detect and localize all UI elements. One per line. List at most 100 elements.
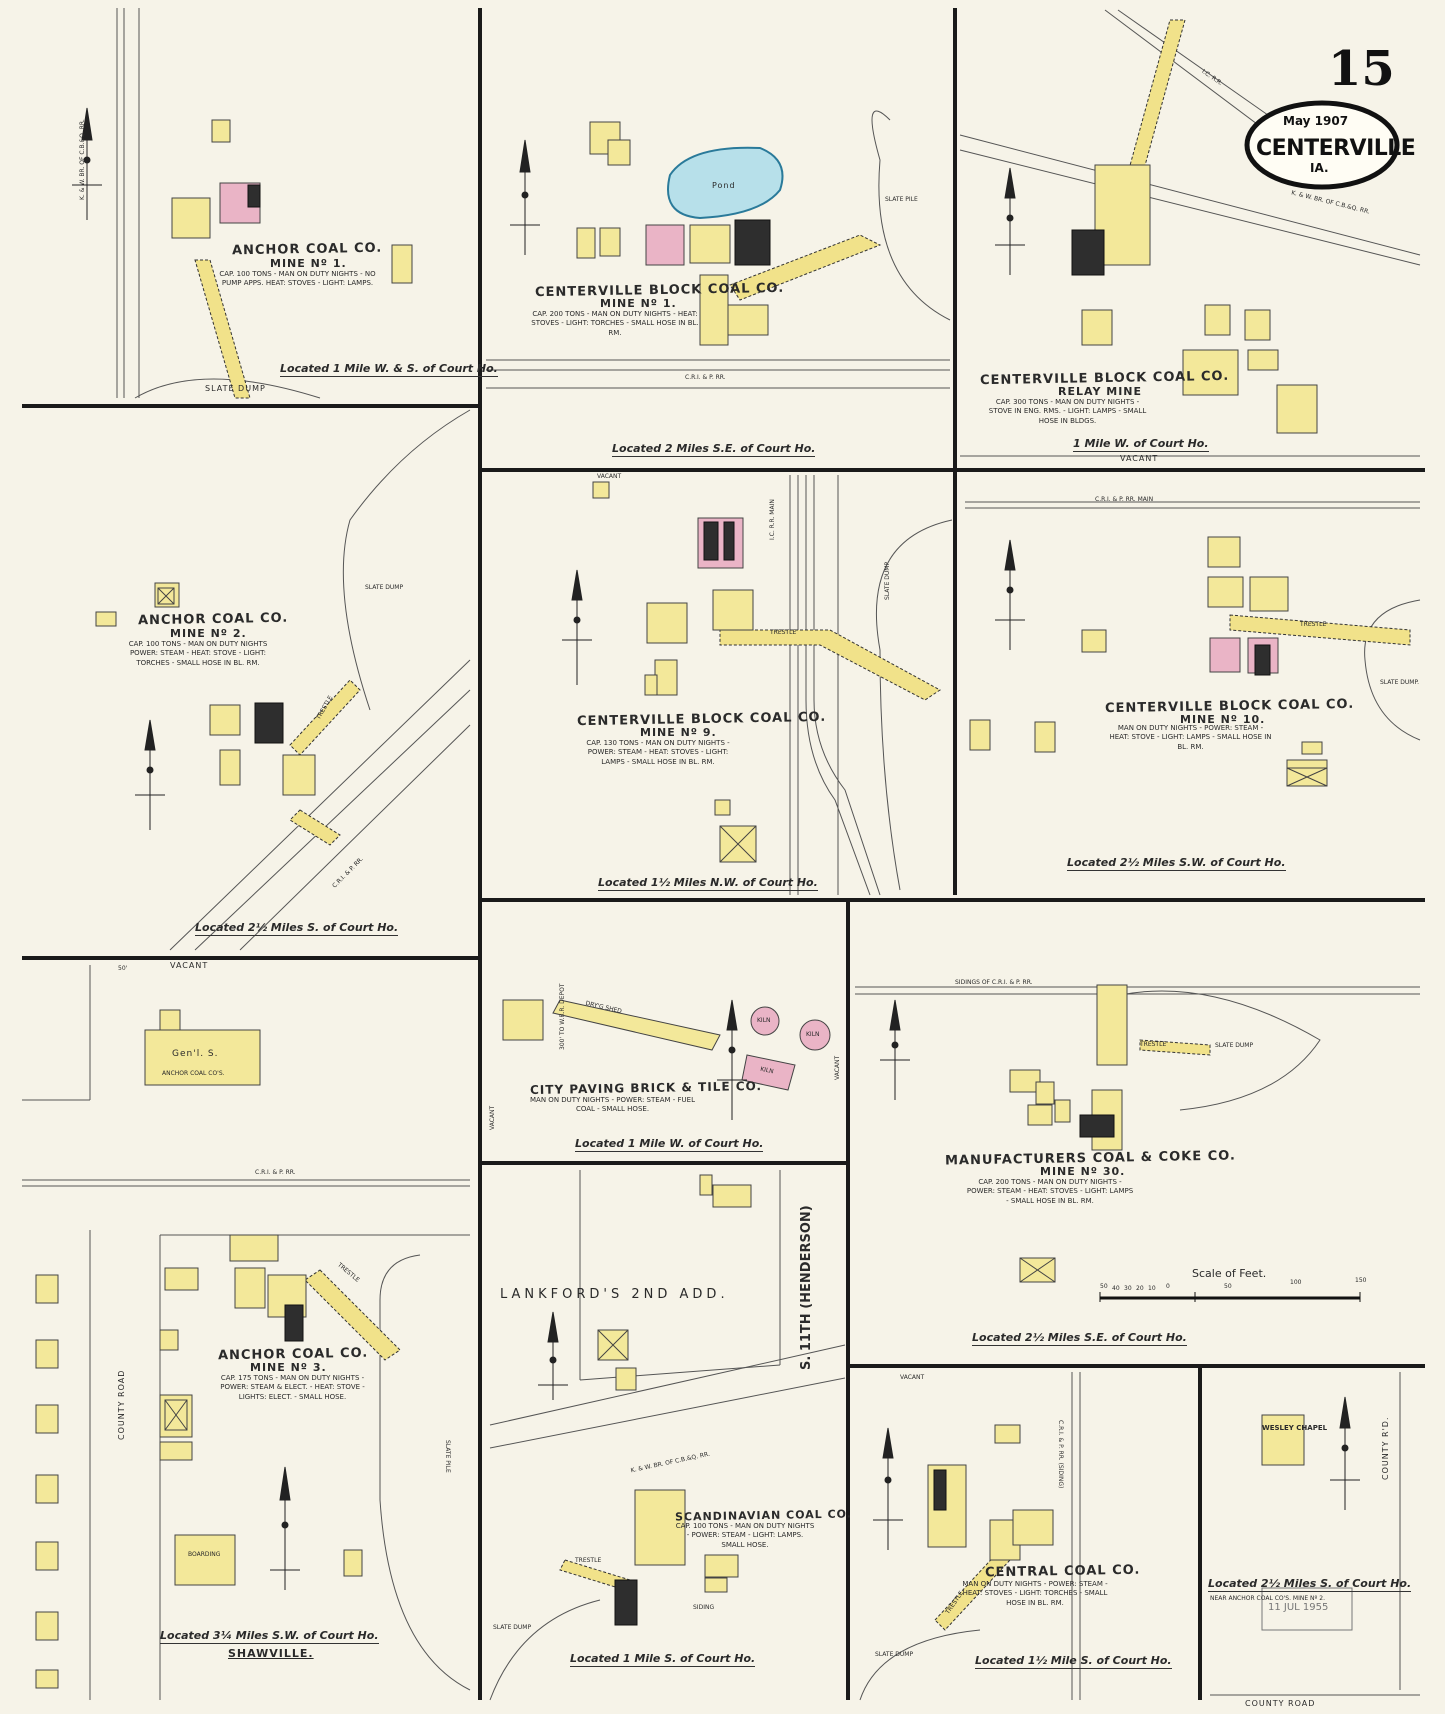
scale-tick-30: 30 <box>1124 1285 1132 1292</box>
anchor3-mine: MINE Nº 3. <box>250 1361 327 1374</box>
block1-location: Located 2 Miles S.E. of Court Ho. <box>612 442 816 457</box>
anchor1-railroad: K. & W. BR. OF C.B.&Q. RR. <box>79 119 86 200</box>
paving-vacant-right: VACANT <box>834 1055 841 1080</box>
store-vacant: VACANT <box>170 961 209 970</box>
central-name: CENTRAL COAL CO. <box>984 1562 1141 1581</box>
central-siding: C.R.I. & P. RR. (SIDING) <box>1057 1420 1064 1489</box>
relay-vacant: VACANT <box>1120 454 1159 463</box>
anchor3-name: ANCHOR COAL CO. <box>217 1345 369 1364</box>
scale-title: Scale of Feet. <box>1192 1267 1267 1280</box>
block1-mine: MINE Nº 1. <box>600 297 677 310</box>
library-stamp <box>1261 1587 1353 1631</box>
scandinavian-siding: SIDING <box>693 1604 715 1611</box>
scandinavian-trestle: TRESTLE <box>575 1557 602 1564</box>
anchor1-location: Located 1 Mile W. & S. of Court Ho. <box>280 362 498 377</box>
anchor3-note: CAP. 175 TONS - MAN ON DUTY NIGHTS - POW… <box>220 1374 365 1401</box>
depot-distance: 300' TO W.R.R. DEPOT <box>559 983 566 1050</box>
scale-bar <box>1099 1292 1361 1302</box>
manu30-dump: SLATE DUMP <box>1215 1042 1254 1049</box>
anchor2-note: CAP. 100 TONS - MAN ON DUTY NIGHTS POWER… <box>128 640 268 667</box>
wesley-chapel-label: WESLEY CHAPEL <box>1262 1424 1328 1432</box>
block10-mine: MINE Nº 10. <box>1180 713 1266 726</box>
scale-tick-20: 20 <box>1136 1285 1144 1292</box>
paving-note: MAN ON DUTY NIGHTS - POWER: STEAM - FUEL… <box>530 1096 695 1114</box>
scale-tick-50a: 50 <box>1100 1283 1108 1290</box>
manu30-sidings: SIDINGS OF C.R.I. & P. RR. <box>955 979 1033 986</box>
slate-pile-label: SLATE PILE <box>885 196 918 203</box>
scale-tick-50b: 50 <box>1224 1283 1232 1290</box>
city-name: CENTERVILLE <box>1256 136 1416 161</box>
relay-mine: RELAY MINE <box>1058 385 1143 398</box>
wesley-county-road-2: COUNTY ROAD <box>1245 1699 1316 1708</box>
paving-location: Located 1 Mile W. of Court Ho. <box>575 1137 764 1152</box>
kiln-label-1: KILN <box>757 1017 771 1024</box>
block1-note: CAP. 200 TONS - MAN ON DUTY NIGHTS - HEA… <box>531 310 699 337</box>
general-store-label: Gen'l. S. <box>172 1049 219 1059</box>
outbuilding-markers <box>157 587 1328 1431</box>
central-vacant: VACANT <box>900 1374 925 1381</box>
scale-tick-150: 150 <box>1355 1277 1367 1284</box>
lankford-addition-label: LANKFORD'S 2ND ADD. <box>500 1287 729 1302</box>
central-dump: SLATE DUMP <box>875 1651 914 1658</box>
title-oval <box>1244 100 1400 190</box>
boarding-house-label: BOARDING <box>188 1551 221 1558</box>
manu30-location: Located 2½ Miles S.E. of Court Ho. <box>972 1331 1187 1346</box>
scale-tick-10: 10 <box>1148 1285 1156 1292</box>
block9-note: CAP. 130 TONS - MAN ON DUTY NIGHTS - POW… <box>586 739 730 766</box>
anchor2-dump: SLATE DUMP <box>365 584 404 591</box>
street-label: S. 11TH (HENDERSON) <box>799 1205 814 1370</box>
anchor2-location: Located 2½ Miles S. of Court Ho. <box>195 921 399 936</box>
block1-railroad: C.R.I. & P. RR. <box>685 374 726 381</box>
manu30-trestle: TRESTLE <box>1140 1041 1167 1048</box>
wesley-county-road-1: COUNTY R'D. <box>1381 1416 1390 1481</box>
block10-dump: SLATE DUMP. <box>1380 679 1420 686</box>
panel-frames <box>22 8 1425 1700</box>
railroad-lines <box>22 8 1421 1700</box>
central-note: MAN ON DUTY NIGHTS - POWER: STEAM - HEAT… <box>962 1580 1108 1607</box>
state-name: IA. <box>1310 161 1329 175</box>
scale-tick-40: 40 <box>1112 1285 1120 1292</box>
block9-dump: SLATE DUMP <box>884 561 891 600</box>
scandinavian-note: CAP. 100 TONS - MAN ON DUTY NIGHTS - POW… <box>675 1522 815 1549</box>
trestles <box>194 19 1411 1631</box>
anchor3-railroad: C.R.I. & P. RR. <box>255 1169 296 1176</box>
map-date: May 1907 <box>1283 114 1349 128</box>
anchor1-mine: MINE Nº 1. <box>270 257 347 270</box>
block9-location: Located 1½ Miles N.W. of Court Ho. <box>598 876 818 891</box>
slate-dumps <box>134 110 1421 1701</box>
block9-trestle: TRESTLE <box>770 629 797 636</box>
wesley-near: NEAR ANCHOR COAL CO'S. MINE Nº 2. <box>1210 1595 1325 1602</box>
anchor2-mine: MINE Nº 2. <box>170 627 247 640</box>
shawville-label: SHAWVILLE. <box>228 1647 314 1660</box>
boiler-rooms <box>247 184 1271 1626</box>
anchor3-pile: SLATE PILE <box>444 1440 451 1473</box>
anchor1-note: CAP. 100 TONS - MAN ON DUTY NIGHTS - NO … <box>219 270 376 288</box>
anchor2-name: ANCHOR COAL CO. <box>137 610 289 629</box>
block9-mine: MINE Nº 9. <box>640 726 717 739</box>
library-stamp-date: 11 JUL 1955 <box>1268 1602 1329 1613</box>
scandinavian-location: Located 1 Mile S. of Court Ho. <box>570 1652 756 1667</box>
block9-railroad: I.C. R.R. MAIN <box>769 499 776 540</box>
block10-location: Located 2½ Miles S.W. of Court Ho. <box>1067 856 1286 871</box>
pond-label: Pond <box>712 181 736 190</box>
block10-railroad: C.R.I. & P. RR. MAIN <box>1095 496 1154 503</box>
relay-location: 1 Mile W. of Court Ho. <box>1073 437 1209 452</box>
wesley-location: Located 2½ Miles S. of Court Ho. <box>1208 1577 1412 1592</box>
relay-note: CAP. 300 TONS - MAN ON DUTY NIGHTS - STO… <box>988 398 1147 425</box>
sheet-number: 15 <box>1328 41 1395 97</box>
pond <box>667 146 784 220</box>
scale-tick-0: 0 <box>1166 1283 1170 1290</box>
block10-note: MAN ON DUTY NIGHTS - POWER: STEAM - HEAT… <box>1109 724 1272 751</box>
manu30-mine: MINE Nº 30. <box>1040 1165 1126 1178</box>
manu30-note: CAP. 200 TONS - MAN ON DUTY NIGHTS - POW… <box>966 1178 1134 1205</box>
store-dimension: 50' <box>118 965 128 972</box>
paving-vacant-left: VACANT <box>489 1105 496 1130</box>
kiln-label-2: KILN <box>806 1031 820 1038</box>
north-arrows <box>72 107 1360 1590</box>
store-owner: ANCHOR COAL CO'S. <box>162 1070 225 1077</box>
anchor1-name: ANCHOR COAL CO. <box>231 240 383 259</box>
anchor3-location: Located 3¼ Miles S.W. of Court Ho. <box>160 1629 379 1644</box>
anchor1-dump: SLATE DUMP <box>205 384 266 393</box>
